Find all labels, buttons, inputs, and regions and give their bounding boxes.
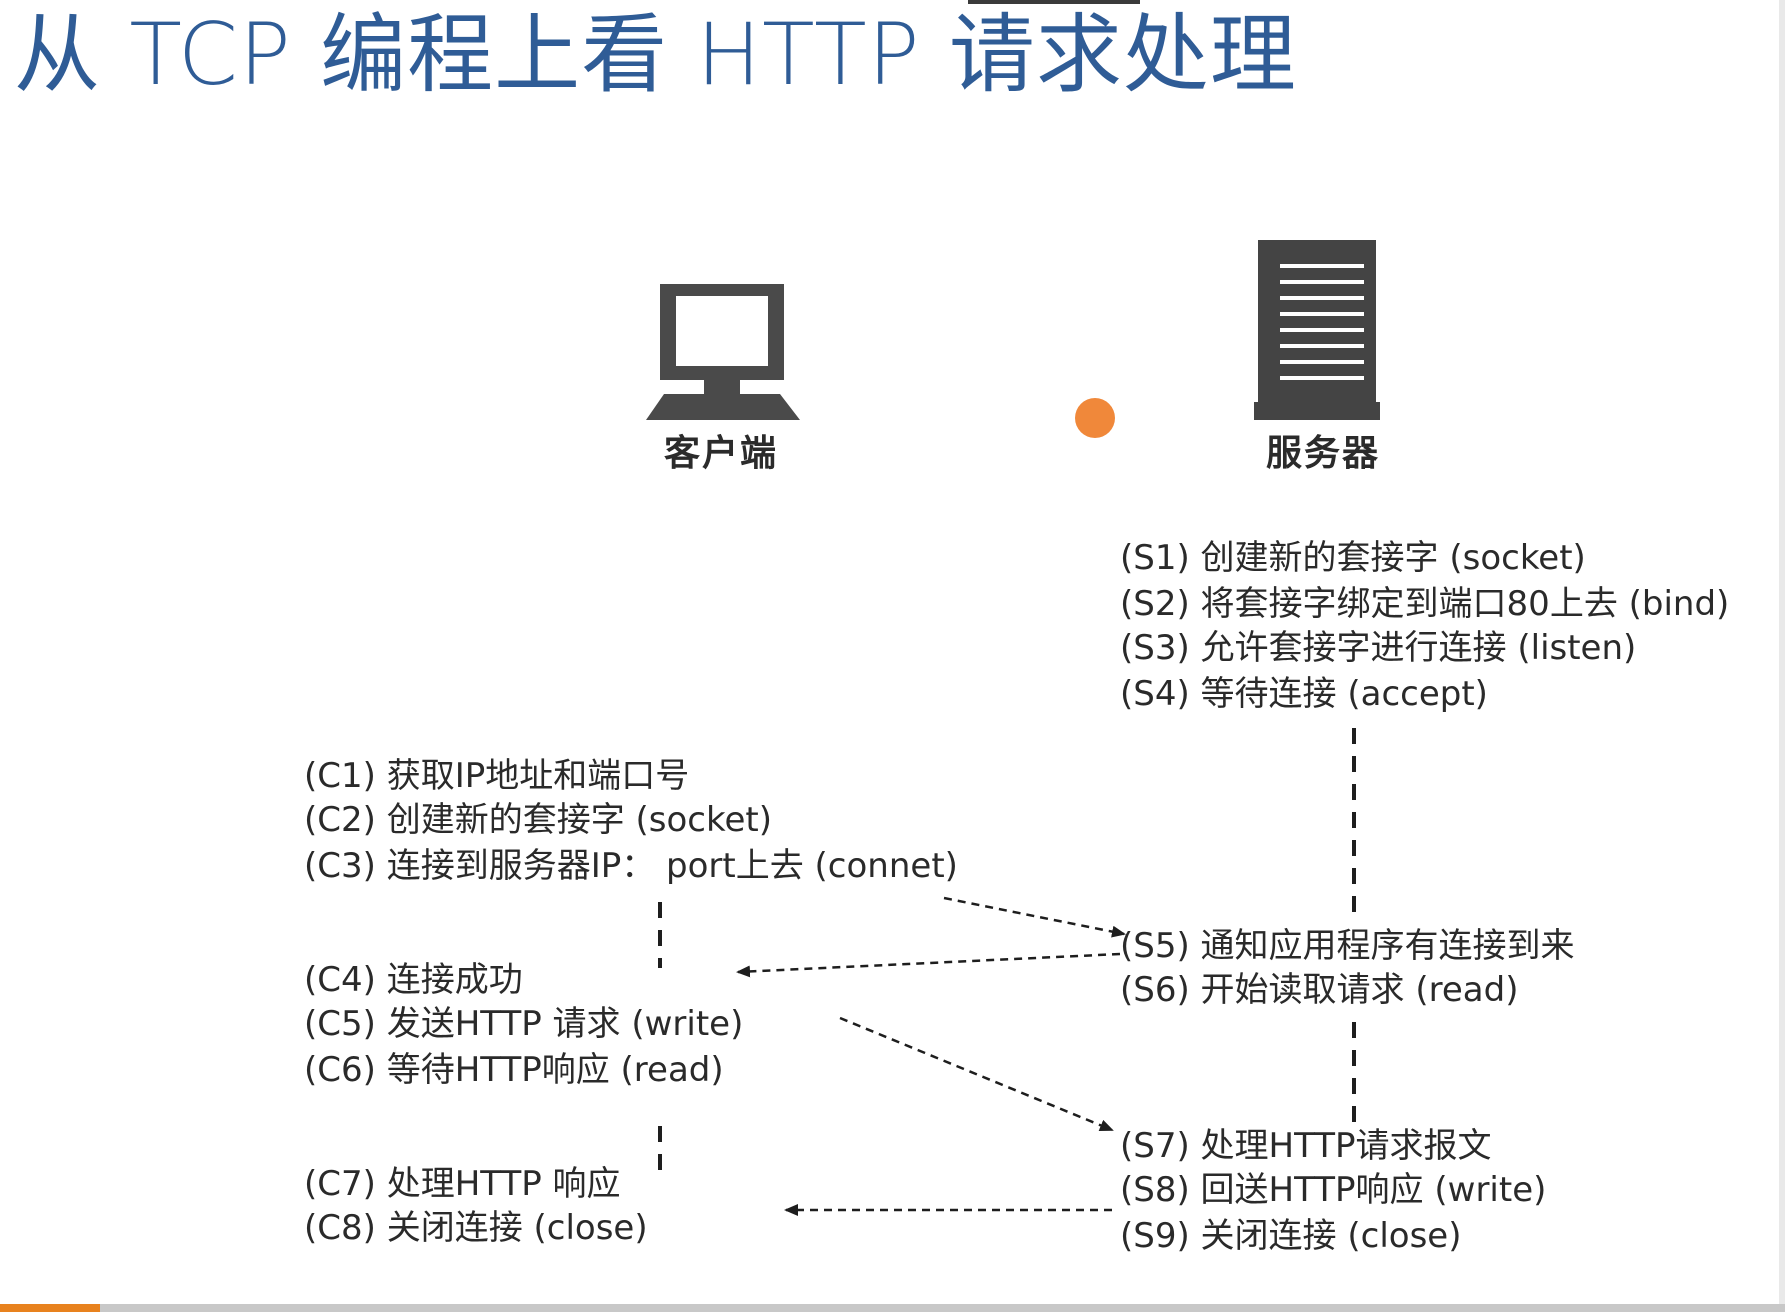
- server-step: (S7) 处理HTTP请求报文: [1120, 1126, 1492, 1166]
- server-step: (S2) 将套接字绑定到端口80上去 (bind): [1120, 584, 1730, 624]
- client-step: (C4) 连接成功: [304, 960, 523, 1000]
- client-step: (C1) 获取IP地址和端口号: [304, 756, 690, 796]
- server-step: (S3) 允许套接字进行连接 (listen): [1120, 628, 1637, 668]
- server-step: (S5) 通知应用程序有连接到来: [1120, 926, 1575, 966]
- arrow-c5-to-s7: [839, 1016, 1114, 1132]
- server-step: (S4) 等待连接 (accept): [1120, 674, 1488, 714]
- client-caption: 客户端: [664, 432, 779, 474]
- client-step: (C8) 关闭连接 (close): [304, 1208, 648, 1248]
- right-edge-border: [1779, 0, 1785, 1312]
- top-tab-indicator: [968, 0, 1140, 4]
- client-step: (C3) 连接到服务器IP： port上去 (connet): [304, 846, 958, 886]
- client-step: (C6) 等待HTTP响应 (read): [304, 1050, 724, 1090]
- server-caption: 服务器: [1266, 432, 1381, 474]
- client-step: (C2) 创建新的套接字 (socket): [304, 800, 772, 840]
- computer-icon: [646, 284, 800, 420]
- bottom-progress-accent: [0, 1304, 100, 1312]
- slide-title: 从 TCP 编程上看 HTTP 请求处理: [14, 5, 1297, 105]
- client-step: (C7) 处理HTTP 响应: [304, 1164, 621, 1204]
- mouse-cursor-highlight: [1075, 398, 1115, 438]
- server-slots: [1280, 264, 1364, 380]
- arrow-s5-to-c4: [736, 952, 1121, 978]
- server-step: (S6) 开始读取请求 (read): [1120, 970, 1519, 1010]
- server-tower-icon: [1254, 240, 1380, 420]
- server-step: (S1) 创建新的套接字 (socket): [1120, 538, 1586, 578]
- server-step: (S8) 回送HTTP响应 (write): [1120, 1170, 1547, 1210]
- message-arrows: [736, 896, 1126, 1216]
- server-step: (S9) 关闭连接 (close): [1120, 1216, 1462, 1256]
- client-step: (C5) 发送HTTP 请求 (write): [304, 1004, 744, 1044]
- arrow-c3-to-s5: [943, 896, 1126, 938]
- bottom-progress-bar: [0, 1304, 1785, 1312]
